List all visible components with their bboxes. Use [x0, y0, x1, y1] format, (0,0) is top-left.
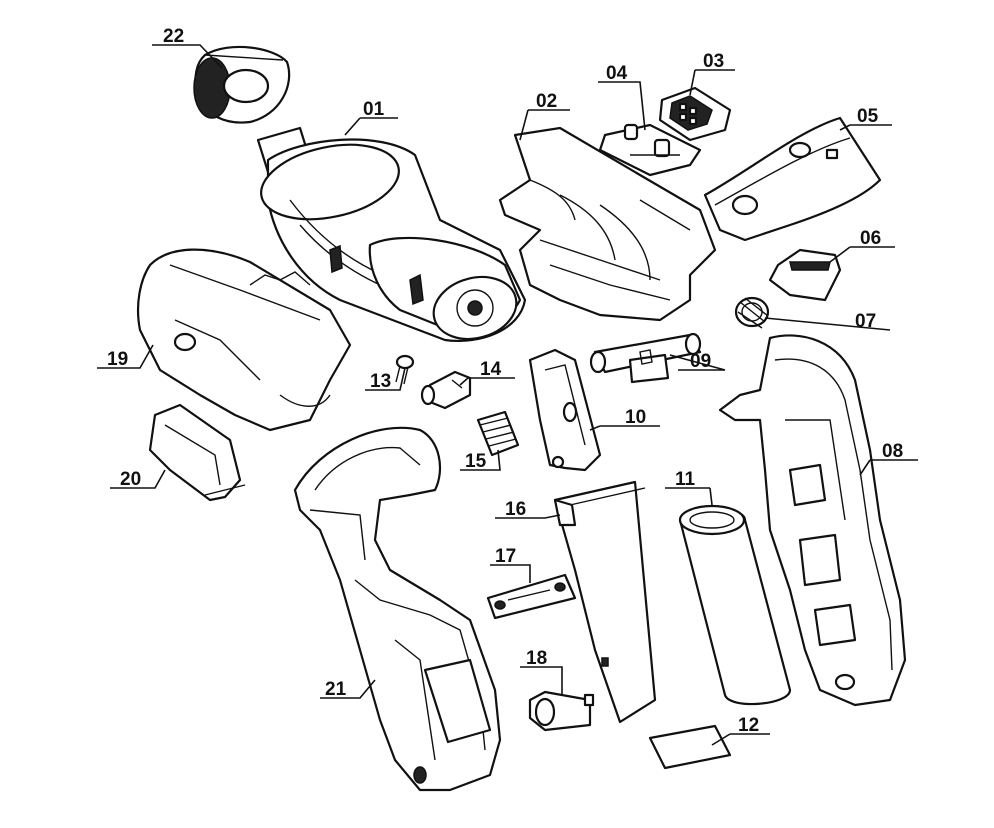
- label-06: 06: [860, 228, 881, 249]
- part-07-spring: [734, 296, 770, 329]
- leader-16: [495, 514, 561, 519]
- part-09-rocker: [589, 332, 702, 384]
- part-05-top-cover: [703, 116, 882, 242]
- part-01-motor-gearbox: [256, 126, 527, 342]
- part-21-handle: [293, 426, 502, 792]
- leader-02: [519, 109, 570, 141]
- leader-lines: [97, 44, 918, 746]
- leader-06: [829, 246, 895, 263]
- label-12: 12: [738, 715, 759, 736]
- leader-17: [490, 564, 531, 583]
- leader-15: [460, 449, 501, 471]
- part-15-spring: [476, 410, 520, 457]
- leader-10: [589, 425, 660, 431]
- part-02-housing-top: [498, 126, 717, 322]
- leader-03: [689, 69, 735, 96]
- label-15: 15: [465, 451, 487, 472]
- label-19: 19: [107, 349, 128, 370]
- label-05: 05: [857, 106, 879, 127]
- leader-11: [665, 487, 713, 506]
- part-17-contact-plate: [486, 573, 577, 620]
- part-03-button-cap: [658, 86, 732, 142]
- leader-09: [669, 354, 726, 371]
- label-18: 18: [526, 648, 547, 669]
- leader-01: [344, 117, 398, 136]
- label-17: 17: [495, 546, 516, 567]
- label-09: 09: [690, 351, 711, 372]
- label-16: 16: [505, 499, 526, 520]
- label-03: 03: [703, 51, 724, 72]
- label-21: 21: [325, 679, 347, 700]
- leader-20: [110, 469, 166, 489]
- leader-12: [711, 733, 770, 746]
- label-11: 11: [675, 469, 696, 490]
- leader-22: [152, 44, 223, 69]
- part-06-switch: [768, 248, 842, 302]
- leader-19: [97, 344, 154, 369]
- label-22: 22: [163, 26, 184, 47]
- leader-21: [320, 679, 376, 699]
- leader-18: [520, 666, 563, 695]
- leader-05: [839, 124, 892, 131]
- label-02: 02: [536, 91, 557, 112]
- part-labels: 22 01 02 04 03 05 06 07 09 19 13 14 10 0…: [107, 26, 903, 736]
- leader-07: [764, 317, 891, 331]
- part-22-cap: [193, 45, 291, 124]
- label-07: 07: [855, 311, 876, 332]
- part-18-charge-socket: [528, 690, 595, 732]
- part-16-battery-sleeve: [553, 480, 657, 724]
- part-20-clip: [148, 403, 246, 502]
- label-13: 13: [370, 371, 391, 392]
- part-14-connector: [420, 370, 472, 410]
- part-08-right-housing: [718, 334, 907, 707]
- label-10: 10: [625, 407, 646, 428]
- leader-04: [598, 81, 646, 131]
- part-11-battery: [678, 504, 792, 706]
- leader-08: [859, 459, 918, 476]
- label-01: 01: [363, 99, 385, 120]
- part-10-bracket: [528, 348, 602, 472]
- label-04: 04: [606, 63, 628, 84]
- leader-14: [459, 377, 515, 386]
- label-20: 20: [120, 469, 141, 490]
- leader-13: [365, 367, 406, 391]
- label-08: 08: [882, 441, 903, 462]
- label-14: 14: [480, 359, 502, 380]
- part-12-pad: [648, 724, 732, 770]
- part-19-front-housing: [136, 248, 352, 432]
- part-04-switch-board: [598, 123, 702, 177]
